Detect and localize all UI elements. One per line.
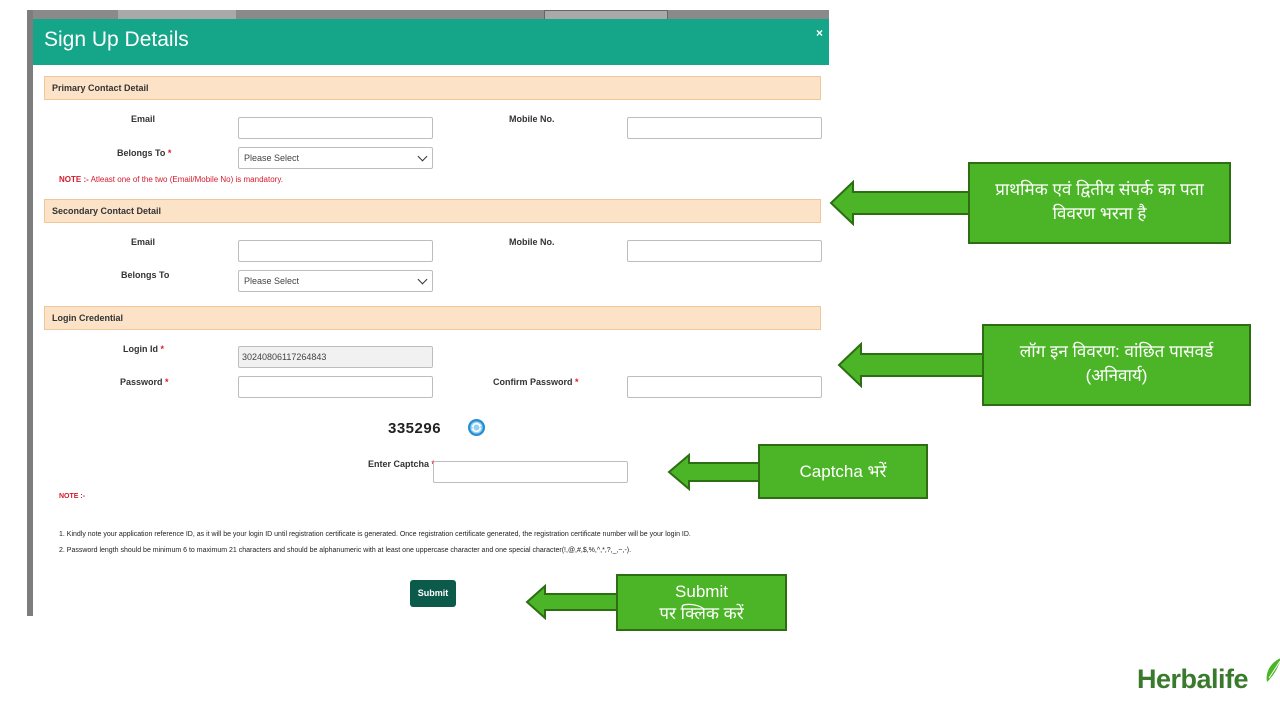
required-mark: * — [165, 377, 169, 387]
arrow-left-icon — [837, 342, 985, 388]
required-mark: * — [575, 377, 579, 387]
primary-belongs-text: Belongs To — [117, 148, 166, 158]
note-line-1: 1. Kindly note your application referenc… — [59, 531, 691, 538]
note-line-2: 2. Password length should be minimum 6 t… — [59, 547, 632, 554]
chevron-down-icon — [417, 274, 428, 285]
primary-belongs-select[interactable]: Please Select — [238, 147, 433, 169]
chevron-down-icon — [417, 151, 428, 162]
captcha-input[interactable] — [433, 461, 628, 483]
required-mark: * — [160, 344, 165, 354]
modal-title: Sign Up Details — [44, 28, 189, 51]
primary-email-label: Email — [131, 114, 156, 124]
section-primary-contact: Primary Contact Detail — [44, 76, 821, 100]
captcha-code: 335296 — [388, 420, 442, 437]
primary-email-input[interactable] — [238, 117, 433, 139]
secondary-mobile-input[interactable] — [627, 240, 822, 262]
secondary-email-label: Email — [131, 237, 156, 247]
primary-mobile-label: Mobile No. — [509, 114, 555, 124]
login-id-field: 30240806117264843 — [238, 346, 433, 368]
notes-title: NOTE :- — [59, 493, 86, 500]
note-text: Atleast one of the two (Email/Mobile No)… — [90, 175, 283, 184]
herbalife-logo: Herbalife — [1137, 658, 1280, 695]
confirm-password-input[interactable] — [627, 376, 822, 398]
secondary-email-input[interactable] — [238, 240, 433, 262]
submit-button[interactable]: Submit — [410, 580, 456, 607]
password-input[interactable] — [238, 376, 433, 398]
enter-captcha-label: Enter Captcha * — [368, 459, 435, 469]
refresh-icon[interactable] — [467, 418, 486, 437]
section-login-credential: Login Credential — [44, 306, 821, 330]
primary-belongs-label: Belongs To * — [117, 148, 171, 158]
arrow-left-icon — [525, 584, 620, 620]
required-mark: * — [167, 148, 172, 158]
section-secondary-contact: Secondary Contact Detail — [44, 199, 821, 223]
primary-note: NOTE :- Atleast one of the two (Email/Mo… — [59, 175, 283, 184]
logo-text: Herbalife — [1137, 664, 1249, 694]
login-id-label: Login Id * — [123, 344, 164, 354]
confirm-password-text: Confirm Password — [493, 377, 573, 387]
callout-contact: प्राथमिक एवं द्वितीय संपर्क का पता विवरण… — [968, 162, 1231, 244]
login-id-text: Login Id — [123, 344, 158, 354]
callout-captcha: Captcha भरें — [758, 444, 928, 499]
callout-submit-line1: Submit — [675, 582, 728, 601]
enter-captcha-text: Enter Captcha — [368, 459, 430, 469]
modal-header: Sign Up Details × — [33, 19, 829, 65]
callout-submit-line2: पर क्लिक करें — [659, 604, 744, 623]
close-icon[interactable]: × — [815, 26, 823, 40]
callout-submit: Submit पर क्लिक करें — [616, 574, 787, 631]
secondary-mobile-label: Mobile No. — [509, 237, 555, 247]
background-edge — [27, 10, 33, 616]
password-label: Password * — [120, 377, 169, 387]
password-text: Password — [120, 377, 163, 387]
arrow-left-icon — [829, 180, 971, 226]
secondary-belongs-value: Please Select — [244, 276, 300, 286]
primary-belongs-value: Please Select — [244, 153, 300, 163]
note-prefix: NOTE :- — [59, 175, 89, 184]
arrow-left-icon — [667, 453, 761, 491]
leaf-icon — [1266, 658, 1280, 682]
confirm-password-label: Confirm Password * — [493, 377, 579, 387]
secondary-belongs-label: Belongs To — [121, 270, 170, 280]
secondary-belongs-select[interactable]: Please Select — [238, 270, 433, 292]
callout-login: लॉग इन विवरण: वांछित पासवर्ड (अनिवार्य) — [982, 324, 1251, 406]
background-block — [118, 10, 236, 20]
sign-up-modal: Sign Up Details × Primary Contact Detail… — [33, 19, 829, 616]
primary-mobile-input[interactable] — [627, 117, 822, 139]
